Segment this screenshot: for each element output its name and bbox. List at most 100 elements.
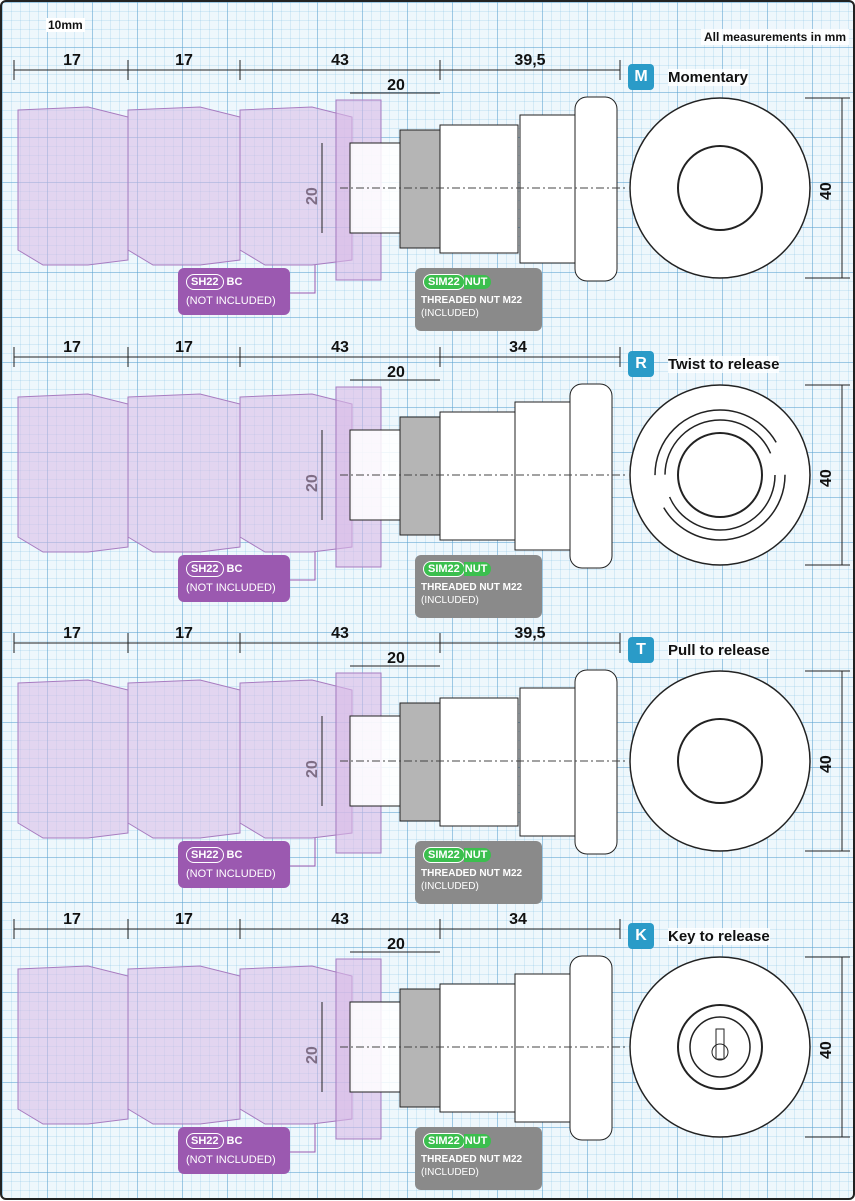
twist-arrow-ring [664, 419, 776, 531]
variant-title: Twist to release [668, 355, 780, 373]
nut-suffix: NUT [463, 1134, 492, 1148]
button-shroud [514, 401, 571, 551]
dim-block3: 43 [331, 625, 349, 642]
bc-suffix: BC [226, 563, 243, 575]
variant-code: T [628, 637, 654, 663]
dim-flange: 20 [387, 77, 405, 94]
bc-sub: (NOT INCLUDED) [186, 582, 276, 594]
variant-code: K [628, 923, 654, 949]
bc-sub: (NOT INCLUDED) [186, 295, 276, 307]
front-view-inner [677, 145, 763, 231]
nut-suffix: NUT [463, 562, 492, 576]
label-leader [290, 838, 316, 867]
nut-line2: (INCLUDED) [421, 595, 479, 606]
button-body [439, 697, 519, 827]
nut-line2: (INCLUDED) [421, 1167, 479, 1178]
variant-title: Pull to release [668, 641, 770, 659]
variant-badge: K Key to release [628, 923, 770, 949]
dim-block3: 43 [331, 911, 349, 928]
variant-key: 17 17 43 34 20 20 40 K Key to release SH… [0, 911, 855, 1201]
bc-suffix: BC [226, 849, 243, 861]
button-shroud [519, 687, 576, 837]
button-mushroom-head [574, 669, 618, 855]
contact-block [127, 393, 241, 553]
dim-flange: 20 [387, 936, 405, 953]
bc-suffix: BC [226, 1135, 243, 1147]
nut-code: SIM22 [423, 1133, 465, 1149]
nut-code: SIM22 [423, 561, 465, 577]
bc-sub: (NOT INCLUDED) [186, 868, 276, 880]
dim-head-length: 39,5 [514, 52, 546, 69]
button-mushroom-head [569, 955, 613, 1141]
label-leader [290, 552, 316, 581]
variant-pull: 17 17 43 39,5 20 20 40 T Pull to release… [0, 625, 855, 915]
button-mushroom-head [569, 383, 613, 569]
scale-label: 10mm [46, 18, 85, 32]
threaded-nut [399, 129, 441, 249]
nut-line1: THREADED NUT M22 [421, 582, 523, 593]
contact-block [17, 393, 129, 553]
variant-badge: T Pull to release [628, 637, 770, 663]
variant-title: Key to release [668, 927, 770, 945]
contact-block [127, 965, 241, 1125]
contact-block [239, 106, 353, 266]
dim-head-length: 34 [509, 911, 527, 928]
contact-block [17, 965, 129, 1125]
bc-code: SH22 [186, 561, 224, 577]
dim-block2: 17 [175, 911, 193, 928]
variant-code: R [628, 351, 654, 377]
dim-block1: 17 [63, 52, 81, 69]
nut-line2: (INCLUDED) [421, 881, 479, 892]
dim-block2: 17 [175, 625, 193, 642]
contact-block [239, 679, 353, 839]
button-body [439, 411, 519, 541]
button-mushroom-head [574, 96, 618, 282]
label-leader [290, 265, 316, 294]
variant-momentary: 17 17 43 39,5 20 20 40 M Momentary SH22B… [0, 52, 855, 342]
front-view-inner [677, 718, 763, 804]
dim-block2: 17 [175, 52, 193, 69]
dim-block1: 17 [63, 625, 81, 642]
variant-code: M [628, 64, 654, 90]
label-leader [290, 1124, 316, 1153]
dim-block1: 17 [63, 911, 81, 928]
contact-block [17, 106, 129, 266]
measurement-note: All measurements in mm [700, 29, 849, 45]
nut-line1: THREADED NUT M22 [421, 868, 523, 879]
bc-code: SH22 [186, 1133, 224, 1149]
nut-line2: (INCLUDED) [421, 308, 479, 319]
threaded-nut [399, 416, 441, 536]
threaded-nut [399, 702, 441, 822]
dim-head-length: 34 [509, 339, 527, 356]
nut-line1: THREADED NUT M22 [421, 1154, 523, 1165]
contact-block [127, 679, 241, 839]
dim-block3: 43 [331, 339, 349, 356]
button-body [439, 983, 519, 1113]
bc-code: SH22 [186, 274, 224, 290]
dim-flange: 20 [387, 650, 405, 667]
dim-head-length: 39,5 [514, 625, 546, 642]
button-shroud [519, 114, 576, 264]
dim-block2: 17 [175, 339, 193, 356]
twist-arrow-ring [654, 409, 786, 541]
front-view-inner [677, 432, 763, 518]
variant-title: Momentary [668, 68, 749, 86]
contact-block [17, 679, 129, 839]
variant-badge: R Twist to release [628, 351, 780, 377]
nut-code: SIM22 [423, 847, 465, 863]
dim-block3: 43 [331, 52, 349, 69]
contact-block [127, 106, 241, 266]
nut-line1: THREADED NUT M22 [421, 295, 523, 306]
nut-suffix: NUT [463, 848, 492, 862]
bc-sub: (NOT INCLUDED) [186, 1154, 276, 1166]
variant-twist: 17 17 43 34 20 20 40 R Twist to release … [0, 339, 855, 629]
